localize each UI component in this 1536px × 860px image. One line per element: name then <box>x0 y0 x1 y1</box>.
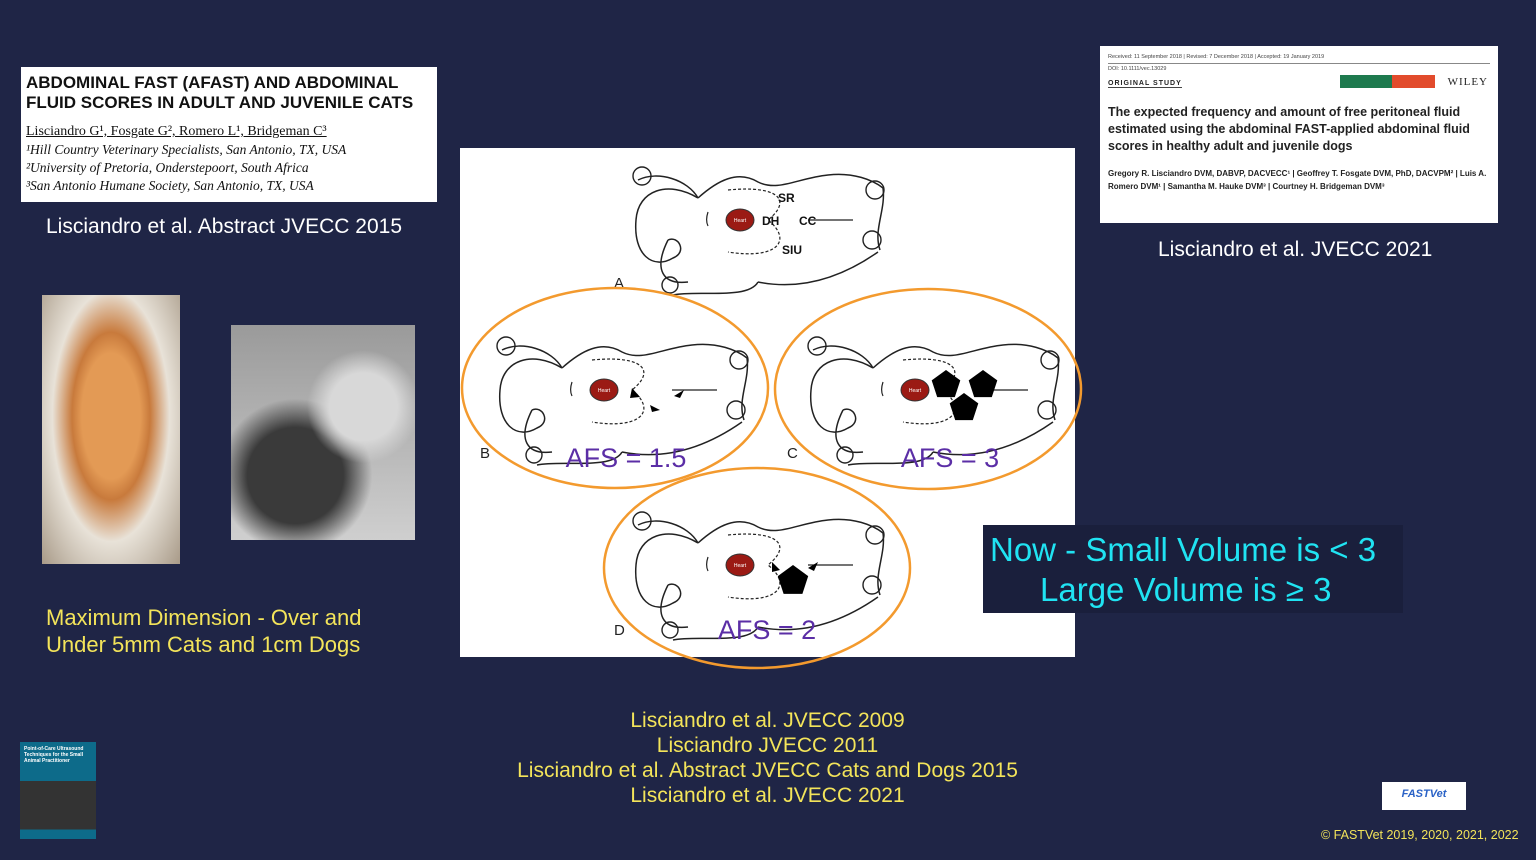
fastvet-logo: FASTVet <box>1382 782 1466 810</box>
heart-icon <box>589 378 619 402</box>
article-meta: Received: 11 September 2018 | Revised: 7… <box>1108 54 1490 64</box>
heart-label: Heart <box>598 388 611 394</box>
journal-badge <box>1340 75 1435 88</box>
site-label: DH <box>762 214 779 228</box>
heart-label: Heart <box>734 218 747 224</box>
fluid-pocket-small <box>650 405 660 412</box>
score-ellipse <box>773 287 1083 491</box>
fluid-pocket-small <box>674 390 684 398</box>
heart-icon <box>725 208 755 232</box>
afs-score-label: AFS = 2 <box>718 615 816 645</box>
reference: Lisciandro et al. Abstract JVECC Cats an… <box>517 759 1018 782</box>
book-title: Point-of-Care Ultrasound Techniques for … <box>24 746 84 764</box>
heart-icon <box>900 378 930 402</box>
panel-label: C <box>787 445 798 462</box>
copyright: © FASTVet 2019, 2020, 2021, 2022 <box>1321 828 1519 842</box>
abstract-authors: Lisciandro G¹, Fosgate G², Romero L¹, Br… <box>26 124 327 139</box>
score-ellipse <box>602 466 912 670</box>
heart-icon <box>725 553 755 577</box>
abstract-card: ABDOMINAL FAST (AFAST) AND ABDOMINAL FLU… <box>21 67 437 202</box>
volume-callout: Now - Small Volume is < 3 Large Volume i… <box>983 525 1403 613</box>
article-title: The expected frequency and amount of fre… <box>1108 105 1470 153</box>
heart-label: Heart <box>909 388 922 394</box>
logo-text: FASTVet <box>1401 788 1447 800</box>
abstract-affiliation: ³San Antonio Humane Society, San Antonio… <box>26 178 314 193</box>
fluid-pocket-large <box>931 370 961 398</box>
abstract-title: ABDOMINAL FAST (AFAST) AND ABDOMINAL FLU… <box>26 73 414 112</box>
dimension-note-line: Maximum Dimension - Over and <box>46 605 362 630</box>
abstract-affiliation: ¹Hill Country Veterinary Specialists, Sa… <box>26 142 347 157</box>
abstract-affiliation: ²University of Pretoria, Onderstepoort, … <box>26 160 309 175</box>
score-ellipse <box>460 286 770 490</box>
reference: Lisciandro JVECC 2011 <box>656 734 879 757</box>
callout-line: Large Volume is ≥ 3 <box>1040 571 1332 608</box>
girl-with-dog-photo <box>231 325 415 540</box>
site-label: CC <box>799 214 817 228</box>
references: Lisciandro et al. JVECC 2009 Lisciandro … <box>460 708 1075 808</box>
dimension-note: Maximum Dimension - Over and Under 5mm C… <box>46 604 361 658</box>
article-card: Received: 11 September 2018 | Revised: 7… <box>1100 46 1498 223</box>
fluid-pocket-large <box>777 565 809 594</box>
article-doi: DOI: 10.1111/vec.13029 <box>1108 66 1167 72</box>
dimension-note-line: Under 5mm Cats and 1cm Dogs <box>46 632 361 657</box>
fluid-pocket-small <box>772 562 780 572</box>
fluid-pocket-small <box>808 562 818 571</box>
fluid-pocket-small <box>630 388 640 398</box>
heart-label: Heart <box>734 563 747 569</box>
cat-photo <box>42 295 180 564</box>
afs-score-label: AFS = 3 <box>901 443 999 473</box>
reference: Lisciandro et al. JVECC 2021 <box>630 784 905 807</box>
reference: Lisciandro et al. JVECC 2009 <box>630 709 905 732</box>
panel-label: A <box>614 275 624 292</box>
article-authors: Gregory R. Lisciandro DVM, DABVP, DACVEC… <box>1108 169 1487 191</box>
fluid-pocket-large <box>949 393 979 421</box>
article-section: ORIGINAL STUDY <box>1108 80 1182 88</box>
callout-line: Now - Small Volume is < 3 <box>990 531 1377 568</box>
site-label: SR <box>778 191 795 205</box>
book-cover: Point-of-Care Ultrasound Techniques for … <box>20 742 96 839</box>
publisher-logo: WILEY <box>1447 76 1488 88</box>
panel-label: D <box>614 622 625 639</box>
site-label: SIU <box>782 243 802 257</box>
dog-outline <box>632 166 885 296</box>
abstract-caption: Lisciandro et al. Abstract JVECC 2015 <box>46 215 403 238</box>
panel-label: B <box>480 445 490 462</box>
afs-score-label: AFS = 1.5 <box>566 443 687 473</box>
article-caption: Lisciandro et al. JVECC 2021 <box>1158 238 1433 261</box>
fluid-pocket-large <box>968 370 998 398</box>
